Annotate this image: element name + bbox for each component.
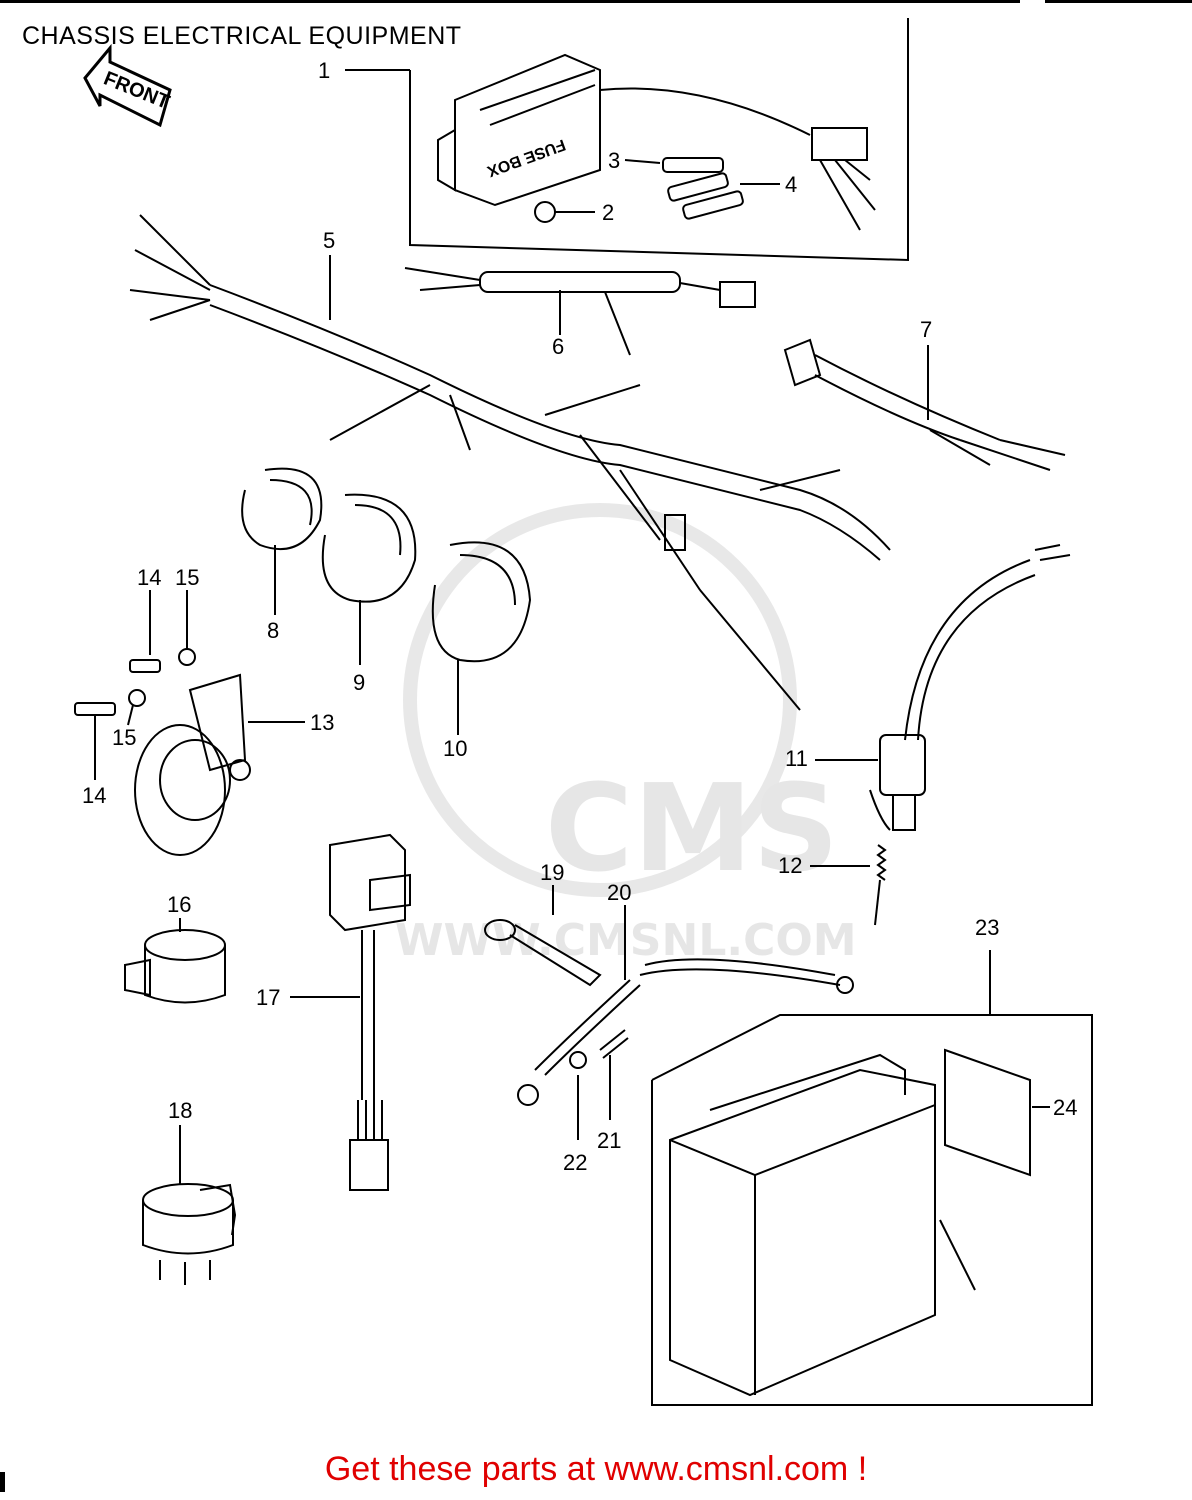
callout-22: 22	[563, 1150, 587, 1175]
callout-19: 19	[540, 860, 564, 885]
callout-3: 3	[608, 148, 620, 173]
callout-11: 11	[785, 746, 808, 771]
callout-13: 13	[310, 710, 334, 735]
callout-7: 7	[920, 317, 932, 342]
callout-12: 12	[778, 853, 802, 878]
relays	[124, 833, 411, 1285]
callout-numbers: 1 2 3 4 5 6 7 8 9 10 11 12 13 14 15 14 1…	[82, 58, 1077, 1175]
brake-switch	[810, 544, 1071, 926]
fuse-box-text: FUSE BOX	[485, 136, 568, 180]
clamps	[241, 467, 532, 735]
callout-8: 8	[267, 618, 279, 643]
sub-harness	[404, 267, 756, 356]
top-border-right	[1045, 0, 1192, 3]
callout-24: 24	[1053, 1095, 1077, 1120]
callout-14-bottom: 14	[82, 783, 106, 808]
callout-2: 2	[602, 200, 614, 225]
callout-23: 23	[975, 915, 999, 940]
callout-15-top: 15	[175, 565, 199, 590]
corner-mark	[0, 1472, 5, 1492]
battery-group	[651, 950, 1093, 1406]
harness-7	[783, 338, 1066, 471]
top-border	[0, 0, 1020, 3]
callout-14-top: 14	[137, 565, 161, 590]
callout-20: 20	[607, 880, 631, 905]
front-arrow: FRONT	[83, 43, 173, 128]
watermark-logo: CMS	[545, 760, 839, 899]
callout-21: 21	[597, 1128, 621, 1153]
callout-16: 16	[167, 892, 191, 917]
page-title: CHASSIS ELECTRICAL EQUIPMENT	[22, 22, 462, 50]
footer-link[interactable]: Get these parts at www.cmsnl.com !	[324, 1450, 868, 1488]
fuse-box-group: FUSE BOX	[345, 18, 909, 262]
callout-15-bottom: 15	[112, 725, 136, 750]
main-harness	[129, 214, 891, 711]
ground-leads	[484, 885, 854, 1140]
callout-1: 1	[318, 58, 330, 83]
callout-5: 5	[323, 228, 335, 253]
callout-6: 6	[552, 334, 564, 359]
callout-17: 17	[256, 985, 280, 1010]
callout-9: 9	[353, 670, 365, 695]
callout-18: 18	[168, 1098, 192, 1123]
horn-assembly	[74, 590, 305, 856]
callout-4: 4	[785, 172, 797, 197]
callout-10: 10	[443, 736, 467, 761]
